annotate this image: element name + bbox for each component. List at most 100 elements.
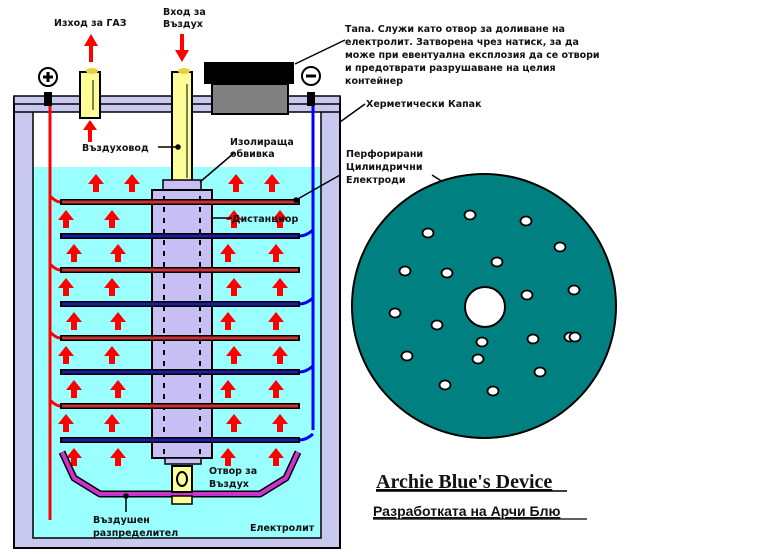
- electrode-positive: [62, 268, 298, 272]
- bubble-arrow: [220, 380, 236, 398]
- perforation-hole: [400, 350, 414, 362]
- bubble-arrow: [88, 174, 104, 192]
- label-spacer: Дистанциор: [232, 214, 298, 225]
- bubble-arrows: [58, 174, 288, 466]
- negative-connector: [299, 432, 314, 442]
- bubble-arrow: [220, 244, 236, 262]
- bubble-arrow: [272, 278, 288, 296]
- subtitle: Разработката на Арчи Блю: [373, 503, 560, 519]
- bubble-arrow: [272, 210, 288, 228]
- bubble-arrow: [110, 312, 126, 330]
- bubble-arrow: [226, 278, 242, 296]
- perforation-hole: [475, 336, 489, 348]
- perforation-hole: [526, 333, 540, 345]
- positive-connector: [48, 194, 61, 204]
- bubble-arrow: [228, 174, 244, 192]
- perforation-hole: [430, 319, 444, 331]
- label-air-distributor-1: Въздушен: [93, 515, 150, 526]
- perforation-hole: [553, 241, 567, 253]
- bubble-arrow: [268, 312, 284, 330]
- perforated-electrode-disc: [351, 173, 617, 439]
- perforation-hole: [463, 209, 477, 221]
- electrode-negative: [62, 302, 298, 306]
- perforation-hole: [398, 265, 412, 277]
- bubble-arrow: [104, 414, 120, 432]
- perforation-hole: [438, 379, 452, 391]
- gas-outlet-tube: [79, 68, 101, 119]
- electrode-positive: [62, 200, 298, 204]
- electrode-negative: [62, 370, 298, 374]
- electrode-negative: [62, 438, 298, 442]
- bubble-arrow: [226, 414, 242, 432]
- air-inlet-tube: [171, 68, 193, 183]
- bubble-arrow: [66, 380, 82, 398]
- label-cap-desc-5: контейнер: [345, 76, 403, 87]
- negative-terminal: [301, 66, 321, 106]
- bubble-arrow: [58, 278, 74, 296]
- perforation-hole: [520, 289, 534, 301]
- gas-out-arrow: [84, 34, 98, 62]
- duct-up-arrow: [83, 120, 97, 142]
- air-hole: [171, 465, 193, 505]
- bubble-arrow: [104, 346, 120, 364]
- bubble-arrow: [110, 448, 126, 466]
- disc-perforations: [388, 209, 582, 397]
- label-cap-desc-2: електролит. Затворена чрез натиск, за да: [345, 37, 579, 48]
- fill-cap: [204, 62, 294, 115]
- bubble-arrow: [226, 210, 242, 228]
- bubble-arrow: [264, 174, 280, 192]
- bubble-arrow: [124, 174, 140, 192]
- electrode-negative: [62, 234, 298, 238]
- bubble-arrow: [66, 448, 82, 466]
- bubble-arrow: [272, 346, 288, 364]
- bubble-arrow: [110, 244, 126, 262]
- label-air-distributor-2: разпределител: [93, 528, 178, 539]
- perforation-hole: [533, 366, 547, 378]
- label-perforated-1: Перфорирани: [346, 149, 423, 160]
- bubble-arrow: [226, 346, 242, 364]
- label-sealed-lid: Херметически Капак: [366, 99, 482, 110]
- air-in-arrow: [175, 34, 189, 62]
- bubble-arrow: [268, 380, 284, 398]
- bubble-arrow: [272, 414, 288, 432]
- label-perforated-3: Електроди: [346, 175, 406, 186]
- positive-connector: [48, 398, 61, 408]
- bubble-arrow: [220, 448, 236, 466]
- bubble-arrow: [58, 414, 74, 432]
- perforation-hole: [471, 353, 485, 365]
- bubble-arrow: [268, 448, 284, 466]
- perforation-hole: [568, 331, 582, 343]
- bubble-arrow: [220, 312, 236, 330]
- label-air-hole-1: Отвор за: [209, 466, 257, 477]
- electrode-positive: [62, 404, 298, 408]
- perforation-hole: [490, 256, 504, 268]
- negative-connector: [299, 296, 314, 306]
- label-air-duct: Въздуховод: [82, 143, 149, 154]
- negative-connector: [299, 364, 314, 374]
- bubble-arrow: [58, 346, 74, 364]
- label-perforated-2: Цилиндрични: [346, 162, 423, 173]
- bubble-arrow: [268, 244, 284, 262]
- electrode-stack: [48, 194, 314, 443]
- bubble-arrow: [104, 210, 120, 228]
- negative-connector: [299, 228, 314, 238]
- perforation-hole: [486, 385, 500, 397]
- perforation-hole: [567, 284, 581, 296]
- bubble-arrow: [110, 380, 126, 398]
- perforation-hole: [421, 227, 435, 239]
- spacer-column: [151, 179, 213, 465]
- label-insulating-sheath-2: обвивка: [230, 149, 275, 160]
- perforation-hole: [519, 215, 533, 227]
- label-air-inlet-1: Вход за: [163, 7, 206, 18]
- cap-body: [211, 83, 289, 115]
- label-insulating-sheath-1: Изолираща: [230, 137, 294, 148]
- spacer: [151, 189, 213, 459]
- label-gas-outlet: Изход за ГАЗ: [54, 18, 127, 29]
- positive-terminal: [38, 67, 58, 106]
- bubble-arrow: [58, 210, 74, 228]
- perforation-hole: [388, 307, 402, 319]
- label-electrolyte: Електролит: [250, 523, 315, 534]
- positive-connector: [48, 330, 61, 340]
- disc-center-hole: [464, 286, 506, 328]
